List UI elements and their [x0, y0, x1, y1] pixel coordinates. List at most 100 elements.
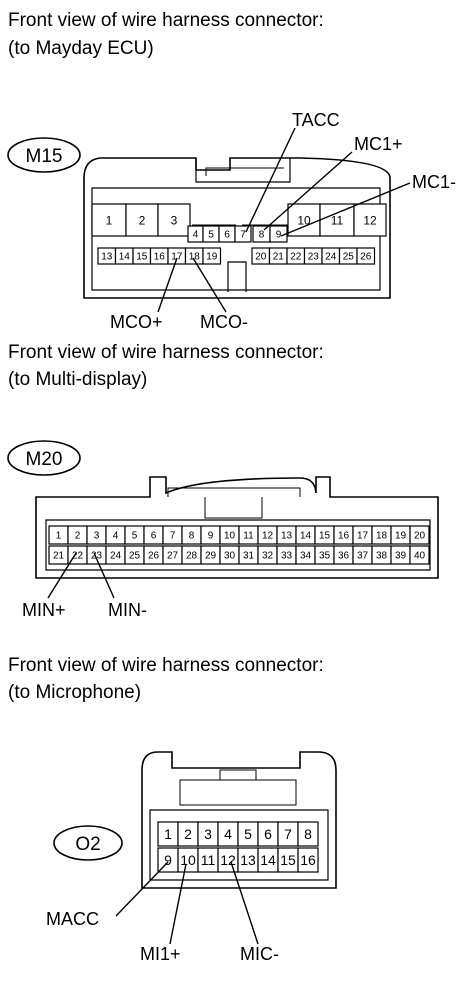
mc1-plus-leader-line [263, 151, 353, 231]
pin-10: 10 [219, 525, 240, 545]
svg-text:22: 22 [290, 252, 302, 263]
svg-text:12: 12 [363, 213, 377, 227]
svg-text:11: 11 [331, 213, 344, 227]
svg-text:13: 13 [101, 252, 113, 263]
m20-heading-line1: Front view of wire harness connector: [8, 342, 324, 363]
pin-8: 8 [252, 225, 271, 243]
svg-text:21: 21 [273, 252, 285, 263]
mco-minus-leader-line [192, 257, 227, 313]
svg-text:20: 20 [414, 531, 426, 542]
pin-14: 14 [295, 525, 316, 545]
callout-mic-minus: MIC- [240, 944, 279, 964]
svg-text:10: 10 [297, 213, 311, 227]
svg-text:9: 9 [208, 531, 214, 542]
pin-2: 2 [177, 821, 199, 847]
mic-minus-leader-line [230, 861, 259, 945]
svg-text:21: 21 [53, 551, 65, 562]
svg-text:9: 9 [164, 852, 172, 868]
svg-text:12: 12 [262, 531, 274, 542]
svg-text:20: 20 [255, 252, 267, 263]
svg-text:9: 9 [276, 230, 282, 241]
pin-10: 10 [177, 847, 199, 873]
pin-21: 21 [268, 247, 288, 265]
callout-tacc: TACC [292, 110, 340, 130]
svg-text:29: 29 [205, 551, 217, 562]
svg-text:40: 40 [414, 551, 426, 562]
pin-27: 27 [162, 545, 183, 565]
pin-5: 5 [237, 821, 259, 847]
m20-heading-line2: (to Multi-display) [8, 369, 148, 390]
pin-38: 38 [371, 545, 392, 565]
svg-text:25: 25 [129, 551, 141, 562]
svg-text:6: 6 [224, 230, 230, 241]
svg-text:10: 10 [224, 531, 236, 542]
pin-26: 26 [356, 247, 376, 265]
svg-text:22: 22 [72, 551, 84, 562]
svg-text:4: 4 [224, 826, 232, 842]
svg-text:14: 14 [260, 852, 276, 868]
mi1-plus-leader-line [169, 863, 187, 945]
svg-text:15: 15 [319, 531, 331, 542]
pin-3: 3 [86, 525, 107, 545]
pin-34: 34 [295, 545, 316, 565]
pin-2: 2 [67, 525, 88, 545]
pin-13: 13 [237, 847, 259, 873]
o2-heading-line1: Front view of wire harness connector: [8, 655, 324, 676]
callout-min-plus: MIN+ [22, 600, 66, 620]
pin-5: 5 [124, 525, 145, 545]
svg-text:24: 24 [325, 252, 337, 263]
pin-11: 11 [197, 847, 219, 873]
pin-20: 20 [251, 247, 271, 265]
pin-1: 1 [157, 821, 179, 847]
tacc-leader-line [245, 127, 296, 233]
pin-19: 19 [390, 525, 411, 545]
svg-text:27: 27 [167, 551, 179, 562]
pin-1: 1 [91, 203, 127, 237]
pin-30: 30 [219, 545, 240, 565]
pin-26: 26 [143, 545, 164, 565]
pin-19: 19 [202, 247, 222, 265]
pin-17: 17 [167, 247, 187, 265]
svg-text:12: 12 [220, 852, 236, 868]
m20-connector-code: M20 [26, 449, 63, 470]
svg-text:2: 2 [184, 826, 192, 842]
svg-text:16: 16 [154, 252, 166, 263]
m20-connector-housing [35, 476, 439, 579]
svg-text:18: 18 [189, 252, 201, 263]
svg-text:14: 14 [300, 531, 312, 542]
pin-2: 2 [125, 203, 159, 237]
pin-11: 11 [238, 525, 259, 545]
svg-text:15: 15 [136, 252, 148, 263]
svg-text:28: 28 [186, 551, 198, 562]
pin-18: 18 [371, 525, 392, 545]
svg-text:11: 11 [243, 531, 254, 542]
pin-3: 3 [157, 203, 191, 237]
pin-4: 4 [105, 525, 126, 545]
svg-text:1: 1 [164, 826, 172, 842]
svg-text:19: 19 [206, 252, 218, 263]
o2-heading-line2: (to Microphone) [8, 682, 142, 703]
svg-text:8: 8 [259, 230, 265, 241]
svg-text:24: 24 [110, 551, 122, 562]
pin-4: 4 [217, 821, 239, 847]
svg-text:4: 4 [193, 230, 199, 241]
svg-text:3: 3 [171, 213, 178, 227]
pin-9: 9 [200, 525, 221, 545]
svg-text:23: 23 [91, 551, 103, 562]
svg-text:26: 26 [148, 551, 160, 562]
callout-mco-minus: MCO- [200, 312, 248, 332]
pin-33: 33 [276, 545, 297, 565]
svg-text:3: 3 [204, 826, 212, 842]
m20-connector-code-badge: M20 [7, 440, 81, 476]
pin-15: 15 [277, 847, 299, 873]
svg-text:1: 1 [106, 213, 113, 227]
pin-21: 21 [48, 545, 69, 565]
svg-text:5: 5 [244, 826, 252, 842]
svg-text:16: 16 [338, 531, 350, 542]
pin-5: 5 [202, 225, 220, 243]
svg-text:2: 2 [139, 213, 146, 227]
mc1-minus-leader-line [280, 182, 411, 237]
